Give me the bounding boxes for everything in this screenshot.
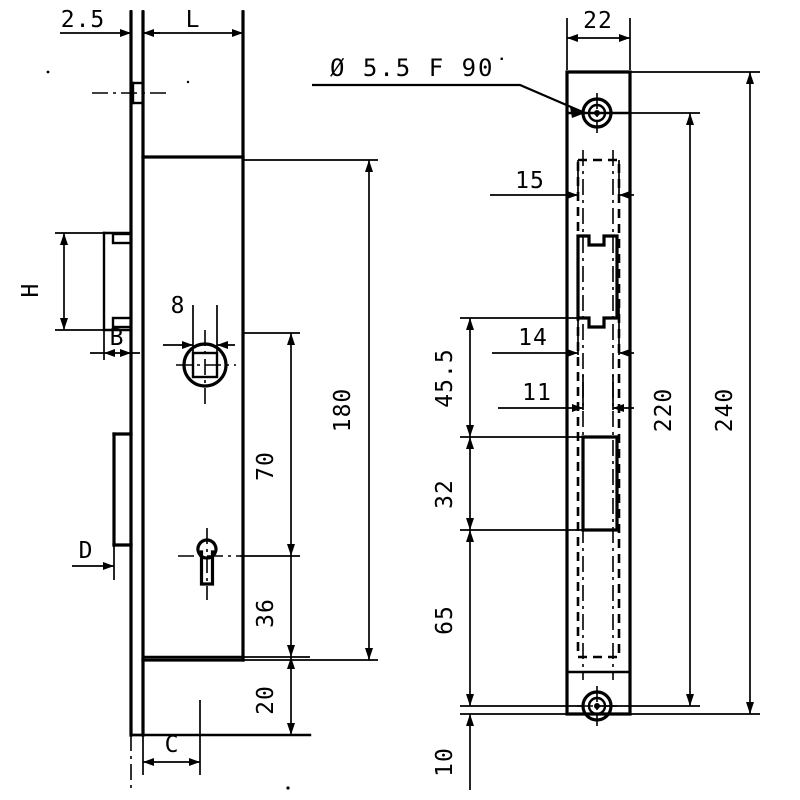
deadbolt-aperture <box>576 234 619 329</box>
dim-label-15: 15 <box>515 168 545 194</box>
dim-label-220: 220 <box>651 388 677 433</box>
dim-label-22: 22 <box>583 8 613 34</box>
dim-label-70: 70 <box>253 451 279 481</box>
latch-aperture <box>581 435 619 532</box>
faceplate-edge <box>129 10 145 737</box>
scan-speck <box>186 80 190 84</box>
dim-label-240: 240 <box>712 388 738 433</box>
diameter-note-text: Ø 5.5 F 90˙ <box>330 54 511 82</box>
keyhole-profile <box>178 528 240 600</box>
scan-speck <box>46 70 50 74</box>
dim-label-11: 11 <box>522 380 552 406</box>
dim-label-2_5: 2.5 <box>61 7 106 33</box>
scan-speck <box>286 786 290 790</box>
right-view-group <box>565 70 632 726</box>
latch-strike-plate <box>102 231 133 332</box>
dim-label-32: 32 <box>432 479 458 509</box>
dim-label-65: 65 <box>432 605 458 635</box>
dim-label-36: 36 <box>253 598 279 628</box>
dim-label-C: C <box>165 732 180 758</box>
dim-label-H: H <box>18 283 44 298</box>
latch-bolt-projection <box>112 432 133 547</box>
right-view-dimensions <box>460 18 760 790</box>
lock-case-body <box>141 10 245 662</box>
dim-label-45_5: 45.5 <box>432 348 458 407</box>
dim-label-14: 14 <box>518 325 548 351</box>
dim-label-180: 180 <box>330 388 356 433</box>
dim-label-B: B <box>110 325 125 351</box>
left-view-dimensions <box>55 10 378 790</box>
left-view-group <box>102 10 312 737</box>
dim-label-L: L <box>186 7 201 33</box>
diameter-note-leader <box>312 83 586 118</box>
dim-label-20: 20 <box>253 685 279 715</box>
square-spindle-hole <box>176 330 236 404</box>
dim-label-8: 8 <box>171 293 186 319</box>
dim-label-10: 10 <box>432 747 458 777</box>
dim-label-D: D <box>79 538 94 564</box>
